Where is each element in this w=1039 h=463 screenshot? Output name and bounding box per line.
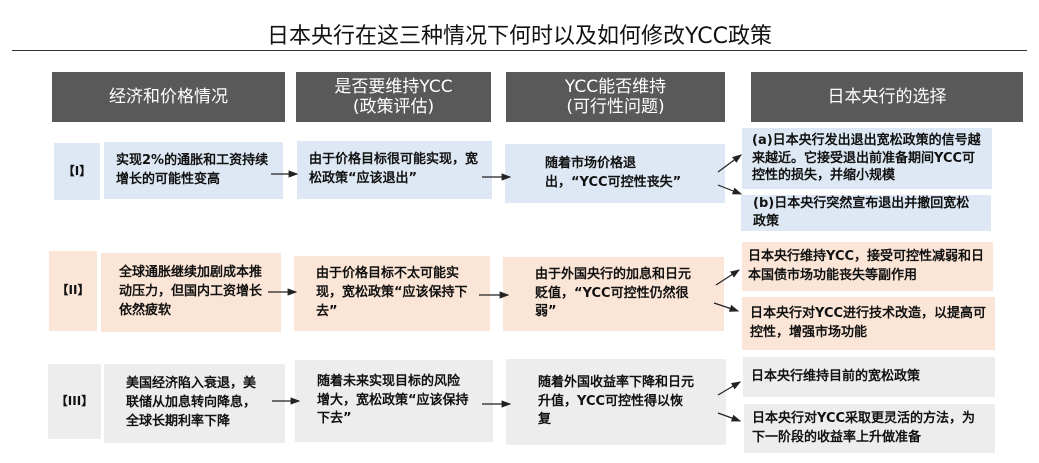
header-feasibility: YCC能否维持 (可行性问题)	[506, 72, 725, 122]
arrow	[715, 269, 741, 286]
choice-box: (a)日本央行发出退出宽松政策的信号越来越近。它接受退出前准备期间YCC可控性的…	[742, 128, 992, 189]
choice-box: 日本央行维持YCC，接受可控性减弱和日本国债市场功能丧失等副作用	[742, 242, 993, 291]
arrow	[713, 302, 740, 312]
assessment-box: 由于价格目标不太可能实现，宽松政策“应该保持下去”	[294, 256, 490, 331]
choice-box: 日本央行对YCC采取更灵活的方法，为下一阶段的收益率上升做准备	[744, 404, 995, 453]
feasibility-box: 随着市场价格退出，“YCC可控性丧失”	[505, 144, 725, 203]
arrow	[717, 412, 742, 422]
row-label: 【II】	[49, 251, 97, 331]
assessment-box: 随着未来实现目标的风险增大，宽松政策“应该保持下去”	[295, 360, 493, 442]
diagram-title: 日本央行在这三种情况下何时以及如何修改YCC政策	[267, 24, 772, 49]
title-divider	[12, 50, 1027, 51]
choice-box: 日本央行对YCC进行技术改造，以提高可控性，增强市场功能	[742, 297, 995, 350]
choice-box: (b)日本央行突然宣布退出并撤回宽松政策	[741, 195, 991, 231]
condition-box: 全球通胀继续加剧成本推动压力，但国内工资增长依然疲软	[101, 253, 281, 332]
header-choice: 日本央行的选择	[751, 72, 1023, 122]
choice-box: 日本央行维持目前的宽松政策	[743, 357, 995, 397]
feasibility-box: 由于外国央行的加息和日元贬值，“YCC可控性仍然很弱”	[503, 257, 724, 331]
assessment-box: 由于价格目标很可能实现，宽松政策“应该退出”	[297, 141, 492, 199]
condition-box: 实现2%的通胀和工资持续增长的可能性变高	[104, 142, 283, 199]
arrow	[717, 381, 742, 396]
header-economy: 经济和价格情况	[52, 72, 285, 122]
feasibility-box: 随着外国收益率下降和日元升值，YCC可控性得以恢复	[506, 359, 726, 445]
row-label: 【III】	[48, 364, 101, 439]
row-label: 【I】	[54, 143, 100, 200]
arrow	[717, 184, 743, 195]
header-assessment: 是否要维持YCC (政策评估)	[296, 72, 491, 122]
arrow	[717, 154, 742, 173]
condition-box: 美国经济陷入衰退，美联储从加息转向降息，全球长期利率下降	[104, 364, 285, 443]
